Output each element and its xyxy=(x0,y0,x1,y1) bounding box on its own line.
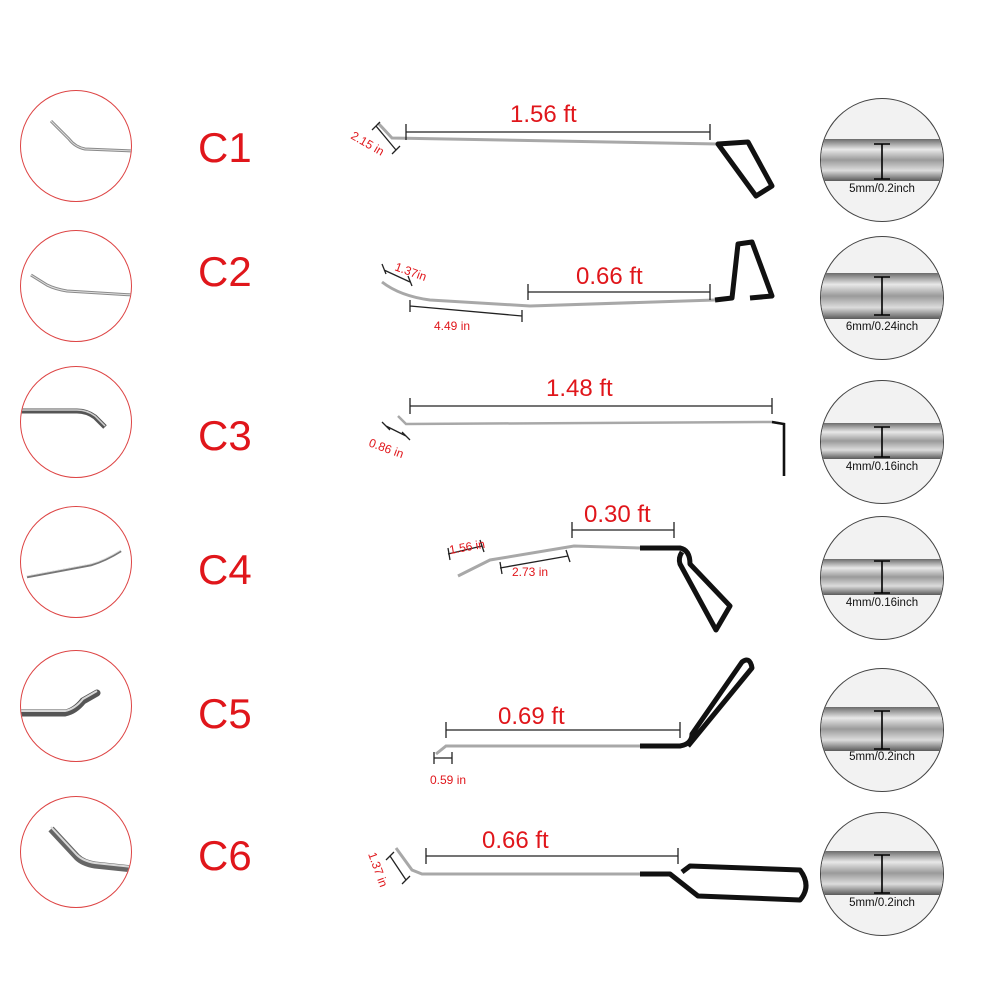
tool-row-c6: C6 0.66 ft 1.37 in 5mm/0.2inch xyxy=(0,796,1000,936)
tip-length-label: 0.86 in xyxy=(367,436,406,461)
tool-row-c3: C3 1.48 ft 0.86 in 4mm/0.16inch xyxy=(0,366,1000,506)
mid-length-label: 2.73 in xyxy=(512,565,548,579)
rod-diagram-c1: 1.56 ft 2.15 in xyxy=(349,101,775,199)
diameter-closeup-c2: 6mm/0.24inch xyxy=(820,236,944,360)
tool-row-c4: C4 0.30 ft 2.73 in 1.56 in 4mm/0.16inch xyxy=(0,501,1000,646)
tip-closeup-c3 xyxy=(20,366,132,478)
diameter-closeup-c5: 5mm/0.2inch xyxy=(820,668,944,792)
tool-code: C3 xyxy=(198,412,252,459)
length-label: 0.66 ft xyxy=(576,263,643,290)
length-label: 0.69 ft xyxy=(498,703,565,730)
tip-length-label: 1.56 in xyxy=(448,537,486,557)
diameter-closeup-c3: 4mm/0.16inch xyxy=(820,380,944,504)
diameter-label: 5mm/0.2inch xyxy=(849,751,915,763)
rod-diagram-c6: 0.66 ft 1.37 in xyxy=(365,827,809,903)
tip-length-label: 0.59 in xyxy=(430,773,466,787)
tool-code: C4 xyxy=(198,546,252,593)
tip-length-label: 1.37 in xyxy=(365,850,390,889)
tip-closeup-c6 xyxy=(20,796,132,908)
length-label: 1.48 ft xyxy=(546,375,613,402)
diameter-label: 5mm/0.2inch xyxy=(849,183,915,195)
diameter-label: 4mm/0.16inch xyxy=(845,597,919,609)
rod-diagram-c3: 1.48 ft 0.86 in xyxy=(367,375,786,476)
length-label: 0.30 ft xyxy=(584,501,651,528)
diameter-label: 6mm/0.24inch xyxy=(845,321,919,333)
tip-length-label: 2.15 in xyxy=(349,128,387,158)
mid-length-label: 4.49 in xyxy=(434,319,470,333)
diameter-label: 4mm/0.16inch xyxy=(845,461,919,473)
rod-diagram-c4: 0.30 ft 2.73 in 1.56 in xyxy=(447,501,733,633)
length-label: 1.56 ft xyxy=(510,101,577,128)
rod-diagram-c2: 0.66 ft 4.49 in 1.37in xyxy=(381,239,775,333)
diameter-closeup-c6: 5mm/0.2inch xyxy=(820,812,944,936)
diameter-closeup-c4: 4mm/0.16inch xyxy=(820,516,944,640)
tip-closeup-c2 xyxy=(20,230,132,342)
diameter-label: 5mm/0.2inch xyxy=(849,897,915,909)
length-label: 0.66 ft xyxy=(482,827,549,854)
tool-row-c1: C1 1.56 ft 2.15 in 5mm/0.2inch xyxy=(0,90,1000,230)
diameter-closeup-c1: 5mm/0.2inch xyxy=(820,98,944,222)
tool-code: C1 xyxy=(198,124,252,171)
tip-closeup-c1 xyxy=(20,90,132,202)
tool-row-c5: C5 0.69 ft 0.59 in 5mm/0.2inch xyxy=(0,650,1000,792)
tip-length-label: 1.37in xyxy=(393,260,429,284)
tool-code: C6 xyxy=(198,832,252,879)
tip-closeup-c5 xyxy=(20,650,132,762)
tool-code: C2 xyxy=(198,248,252,295)
rod-diagram-c5: 0.69 ft 0.59 in xyxy=(430,657,755,787)
tool-code: C5 xyxy=(198,690,252,737)
tip-closeup-c4 xyxy=(20,506,132,618)
tool-row-c2: C2 0.66 ft 4.49 in 1.37in 6mm/0.24inch xyxy=(0,230,1000,370)
